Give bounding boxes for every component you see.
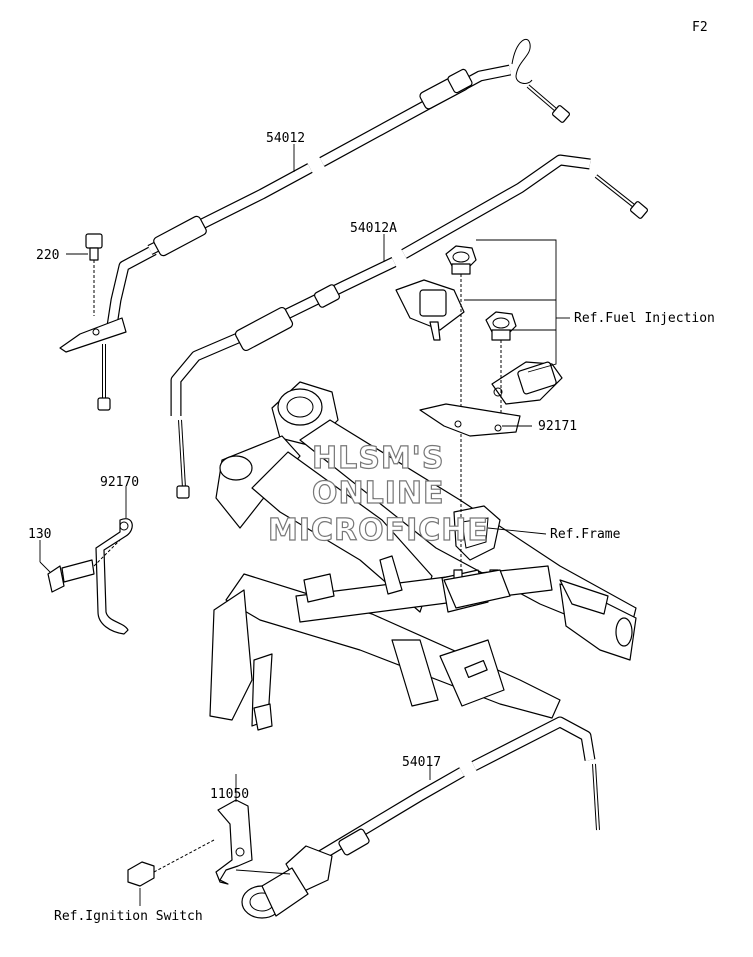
watermark-line-2: ONLINE [312, 476, 445, 511]
page-code: F2 [692, 20, 708, 35]
label-ref-frame: Ref.Frame [550, 527, 621, 542]
fuel-injection-sensors [395, 245, 563, 609]
label-54017: 54017 [402, 755, 441, 770]
watermark: HLSM'S ONLINE MICROFICHE [267, 440, 489, 548]
label-92170: 92170 [100, 475, 139, 490]
label-54012: 54012 [266, 131, 305, 146]
bolt-130 [47, 539, 121, 593]
label-ref-ignition-switch: Ref.Ignition Switch [54, 909, 203, 924]
bracket-11050 [215, 799, 291, 885]
starter-cable-54017 [241, 716, 600, 919]
watermark-line-3: MICROFICHE [268, 513, 489, 548]
label-130: 130 [28, 527, 51, 542]
bracket-92170 [95, 518, 133, 635]
label-54012a: 54012A [350, 221, 397, 236]
label-92171: 92171 [538, 419, 577, 434]
label-ref-fuel-injection: Ref.Fuel Injection [574, 311, 715, 326]
leader-lines [39, 144, 570, 906]
bolt-ignition [127, 839, 215, 887]
frame-drawing [209, 381, 637, 731]
throttle-cable-54012 [59, 39, 571, 411]
bolt-220 [85, 233, 103, 316]
label-11050: 11050 [210, 787, 249, 802]
throttle-cable-54012a [170, 154, 649, 499]
watermark-line-1: HLSM'S [312, 441, 444, 476]
label-220: 220 [36, 248, 59, 263]
